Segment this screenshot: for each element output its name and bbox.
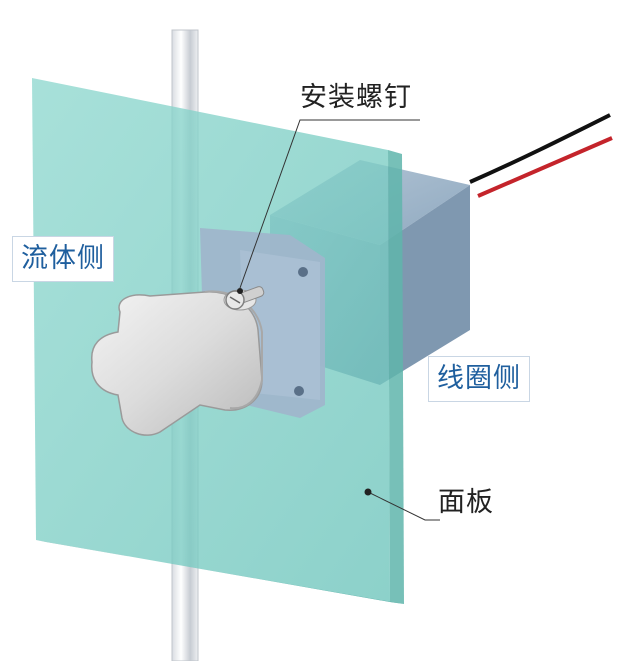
coil-side-label: 线圈侧: [428, 356, 530, 402]
flange-screw-hole-top: [298, 267, 308, 277]
mounting-screw-label: 安装螺钉: [300, 82, 412, 113]
panel-label: 面板: [438, 487, 494, 518]
flange-screw-hole-bottom: [294, 386, 304, 396]
mounting-screw: [225, 286, 265, 310]
lead-wires: [469, 113, 613, 198]
leader-lines: [237, 119, 440, 521]
fluid-side-label: 流体侧: [12, 236, 114, 282]
